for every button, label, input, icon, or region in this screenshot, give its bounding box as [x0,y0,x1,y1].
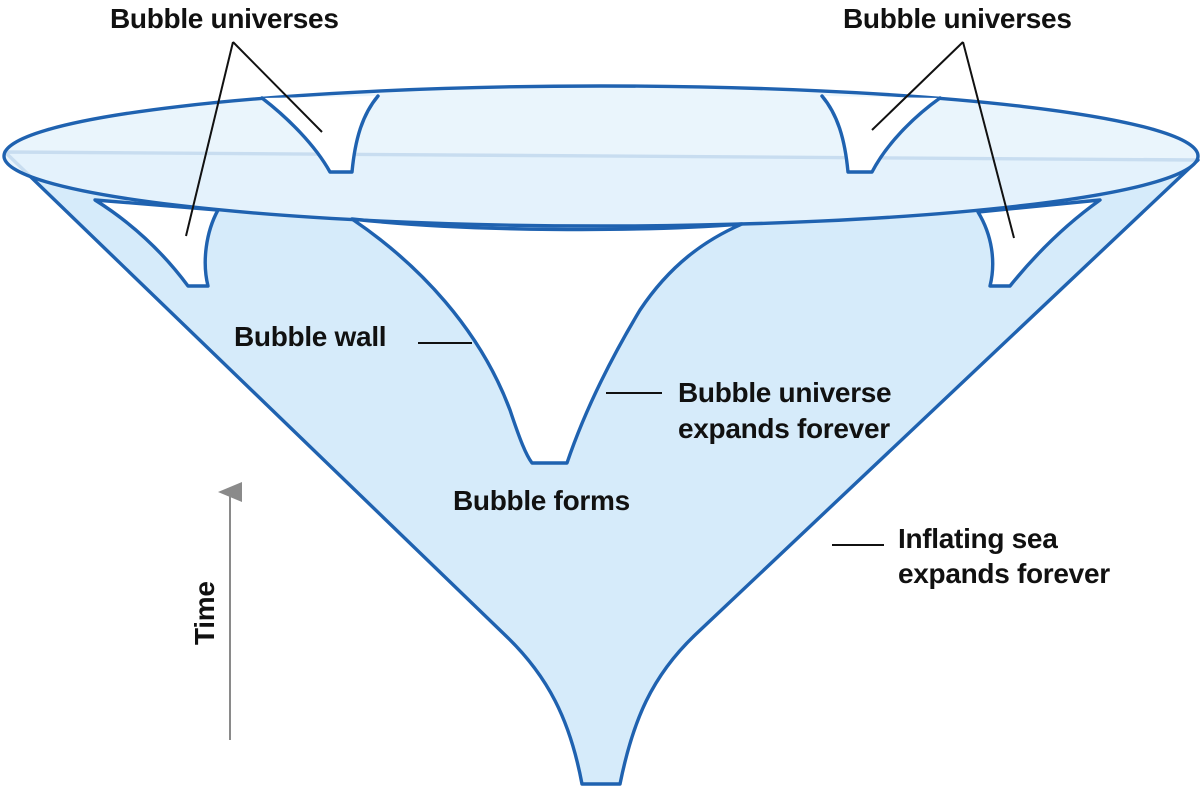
label-bubble-universes-left: Bubble universes [110,3,339,34]
leader-bubble-universes-right-b [962,41,1015,239]
leader-bubble-universes-right-a [871,41,964,131]
label-bubble-universe-line2: expands forever [678,413,890,444]
label-time: Time [189,581,220,645]
cone-rim [2,84,1200,228]
label-inflating-sea-line1: Inflating sea [898,523,1058,554]
bubble-universe-back-right-outline [820,94,942,174]
label-inflating-sea-line2: expands forever [898,558,1110,589]
inflating-sea-cone [3,150,1200,786]
label-bubble-universes-right: Bubble universes [843,3,1072,34]
label-bubble-forms: Bubble forms [453,485,630,516]
leader-bubble-universes-left-b [232,41,323,133]
bubble-universe-front-right [976,198,1102,288]
leader-bubble-universes-left-a [185,41,234,237]
bubble-universe-front-left [93,198,220,288]
bubble-universe-large [350,217,744,465]
label-bubble-wall: Bubble wall [234,321,386,352]
bubble-universe-back-left-outline [260,94,380,174]
label-bubble-universe-line1: Bubble universe [678,377,891,408]
